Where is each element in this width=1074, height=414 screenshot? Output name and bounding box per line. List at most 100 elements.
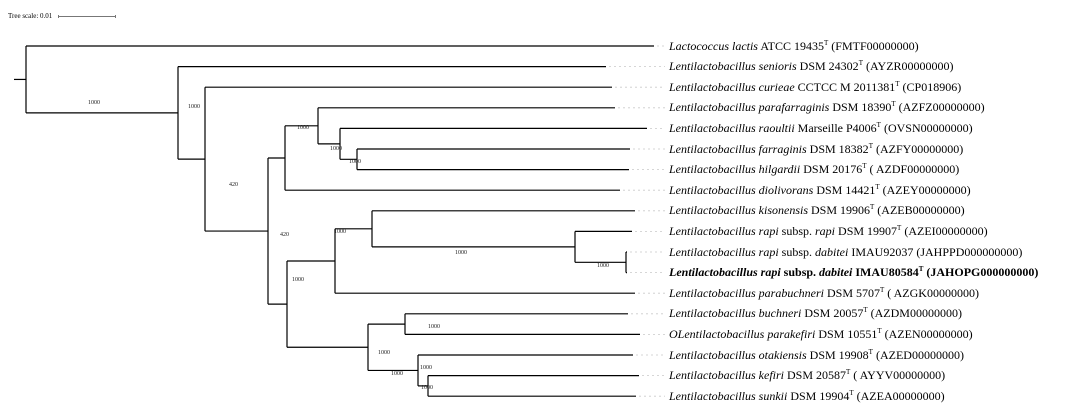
bootstrap-value: 1000 <box>391 371 403 377</box>
taxon-label: Lentilactobacillus sunkii DSM 19904T (AZ… <box>669 387 1069 406</box>
taxon-strain: DSM 5707 <box>827 285 881 300</box>
type-strain-mark: T <box>918 265 924 274</box>
type-strain-mark: T <box>846 368 851 377</box>
bootstrap-value: 1000 <box>188 104 200 110</box>
taxon-accession: (AZEB00000000) <box>877 203 965 218</box>
type-strain-mark: T <box>858 59 863 68</box>
bootstrap-value: 1000 <box>420 365 432 371</box>
type-strain-mark: T <box>897 223 902 232</box>
taxon-accession: (CP018906) <box>902 79 962 94</box>
taxon-label: Lentilactobacillus buchneri DSM 20057T (… <box>669 304 1069 323</box>
taxon-label: Lentilactobacillus diolivorans DSM 14421… <box>669 181 1069 200</box>
taxon-name: Lentilactobacillus kisonensis <box>669 203 808 218</box>
type-strain-mark: T <box>849 388 854 397</box>
taxon-strain: DSM 20176 <box>803 162 863 177</box>
taxon-name: Lentilactobacillus buchneri <box>669 306 802 321</box>
bootstrap-value: 1000 <box>421 385 433 391</box>
taxon-strain: Marseille P4006 <box>797 120 877 135</box>
type-strain-mark: T <box>862 162 867 171</box>
taxon-name: Lentilactobacillus parabuchneri <box>669 285 824 300</box>
type-strain-mark: T <box>891 100 896 109</box>
taxon-strain: DSM 10551 <box>818 326 878 341</box>
type-strain-mark: T <box>875 182 880 191</box>
type-strain-mark: T <box>876 120 881 129</box>
taxon-accession: (OVSN00000000) <box>883 120 973 135</box>
taxon-name: Lentilactobacillus kefiri <box>669 368 784 383</box>
taxon-accession: (AZDM00000000) <box>870 306 962 321</box>
taxon-name: Lentilactobacillus farraginis <box>669 141 807 156</box>
taxon-accession: (AZEA00000000) <box>856 388 945 403</box>
type-strain-mark: T <box>880 285 885 294</box>
type-strain-mark: T <box>895 79 900 88</box>
taxon-label: Lentilactobacillus parafarraginis DSM 18… <box>669 98 1069 117</box>
taxon-strain: DSM 20057 <box>804 306 864 321</box>
taxon-accession: ( AZDF00000000) <box>869 162 960 177</box>
taxon-strain: DSM 18382 <box>809 141 869 156</box>
taxon-label: Lentilactobacillus rapi subsp. dabitei I… <box>669 244 1023 259</box>
bootstrap-value: 1000 <box>297 125 309 131</box>
taxon-label: Lactococcus lactis ATCC 19435T (FMTF0000… <box>669 37 1069 56</box>
taxon-name: Lentilactobacillus otakiensis <box>669 347 807 362</box>
taxon-strain: DSM 19908 <box>809 347 869 362</box>
bootstrap-value: 1000 <box>292 277 304 283</box>
taxon-name: Lentilactobacillus diolivorans <box>669 182 814 197</box>
taxon-name: Lactococcus lactis <box>669 38 758 53</box>
taxon-label: Lentilactobacillus curieae CCTCC M 20113… <box>669 78 1069 97</box>
bootstrap-value: 1000 <box>597 263 609 269</box>
taxon-accession: (AZFY00000000) <box>875 141 964 156</box>
taxon-name: Lentilactobacillus rapi <box>669 265 781 280</box>
bootstrap-value: 1000 <box>378 350 390 356</box>
taxon-label: Lentilactobacillus otakiensis DSM 19908T… <box>669 346 1069 365</box>
taxon-label: OLentilactobacillus parakefiri DSM 10551… <box>669 325 1069 344</box>
taxon-strain: IMAU92037 <box>851 244 914 259</box>
taxon-name: Lentilactobacillus rapi <box>669 223 779 238</box>
taxon-label: Lentilactobacillus parabuchneri DSM 5707… <box>669 284 1069 303</box>
bootstrap-value: 1000 <box>455 250 467 256</box>
taxon-label: Lentilactobacillus farraginis DSM 18382T… <box>669 140 1069 159</box>
tree-scale-label: Tree scale: 0.01 <box>8 12 53 20</box>
taxon-strain: DSM 19904 <box>790 388 850 403</box>
taxon-name: OLentilactobacillus parakefiri <box>669 326 816 341</box>
taxon-accession: (JAHOPG000000000) <box>926 265 1039 280</box>
taxon-label: Lentilactobacillus senioris DSM 24302T (… <box>669 57 1069 76</box>
taxon-name: Lentilactobacillus senioris <box>669 59 797 74</box>
taxon-name: Lentilactobacillus parafarraginis <box>669 100 830 115</box>
taxon-accession: (AYZR00000000) <box>865 59 954 74</box>
taxon-name: Lentilactobacillus sunkii <box>669 388 788 403</box>
taxon-label: Lentilactobacillus rapi subsp. rapi DSM … <box>669 223 988 238</box>
bootstrap-value: 1000 <box>330 146 342 152</box>
taxon-accession: ( AZGK00000000) <box>887 285 979 300</box>
tree-scale-bar <box>58 15 116 18</box>
taxon-label: Lentilactobacillus kisonensis DSM 19906T… <box>669 201 1069 220</box>
bootstrap-value: 1000 <box>349 159 361 165</box>
taxon-subspecies: rapi <box>815 223 836 238</box>
taxon-name: Lentilactobacillus curieae <box>669 79 795 94</box>
taxon-accession: (AZEY00000000) <box>882 182 971 197</box>
taxon-strain: DSM 19907 <box>838 223 898 238</box>
bootstrap-value: 1000 <box>428 324 440 330</box>
taxon-strain: DSM 18390 <box>832 100 892 115</box>
taxon-label: Lentilactobacillus rapi subsp. dabitei I… <box>669 265 1039 280</box>
taxon-label: Lentilactobacillus raoultii Marseille P4… <box>669 119 1069 138</box>
taxon-name: Lentilactobacillus rapi <box>669 244 779 259</box>
taxon-accession: (AZED00000000) <box>875 347 964 362</box>
taxon-label: Lentilactobacillus kefiri DSM 20587T ( A… <box>669 366 1069 385</box>
taxon-strain: DSM 20587 <box>786 368 846 383</box>
type-strain-mark: T <box>870 203 875 212</box>
bootstrap-value: 420 <box>229 182 238 188</box>
taxon-name: Lentilactobacillus hilgardii <box>669 162 801 177</box>
type-strain-mark: T <box>868 347 873 356</box>
taxon-accession: (JAHPPD000000000) <box>916 244 1023 259</box>
taxon-strain: IMAU80584 <box>855 265 919 280</box>
bootstrap-value: 1000 <box>88 100 100 106</box>
taxon-strain: DSM 19906 <box>811 203 871 218</box>
taxon-strain: DSM 14421 <box>816 182 876 197</box>
taxon-name: Lentilactobacillus raoultii <box>669 120 795 135</box>
taxon-subspecies: dabitei <box>819 265 853 280</box>
bootstrap-value: 1000 <box>334 229 346 235</box>
taxon-strain: CCTCC M 2011381 <box>797 79 896 94</box>
taxon-accession: (AZFZ00000000) <box>898 100 985 115</box>
taxon-label: Lentilactobacillus hilgardii DSM 20176T … <box>669 160 1069 179</box>
bootstrap-value: 420 <box>280 232 289 238</box>
